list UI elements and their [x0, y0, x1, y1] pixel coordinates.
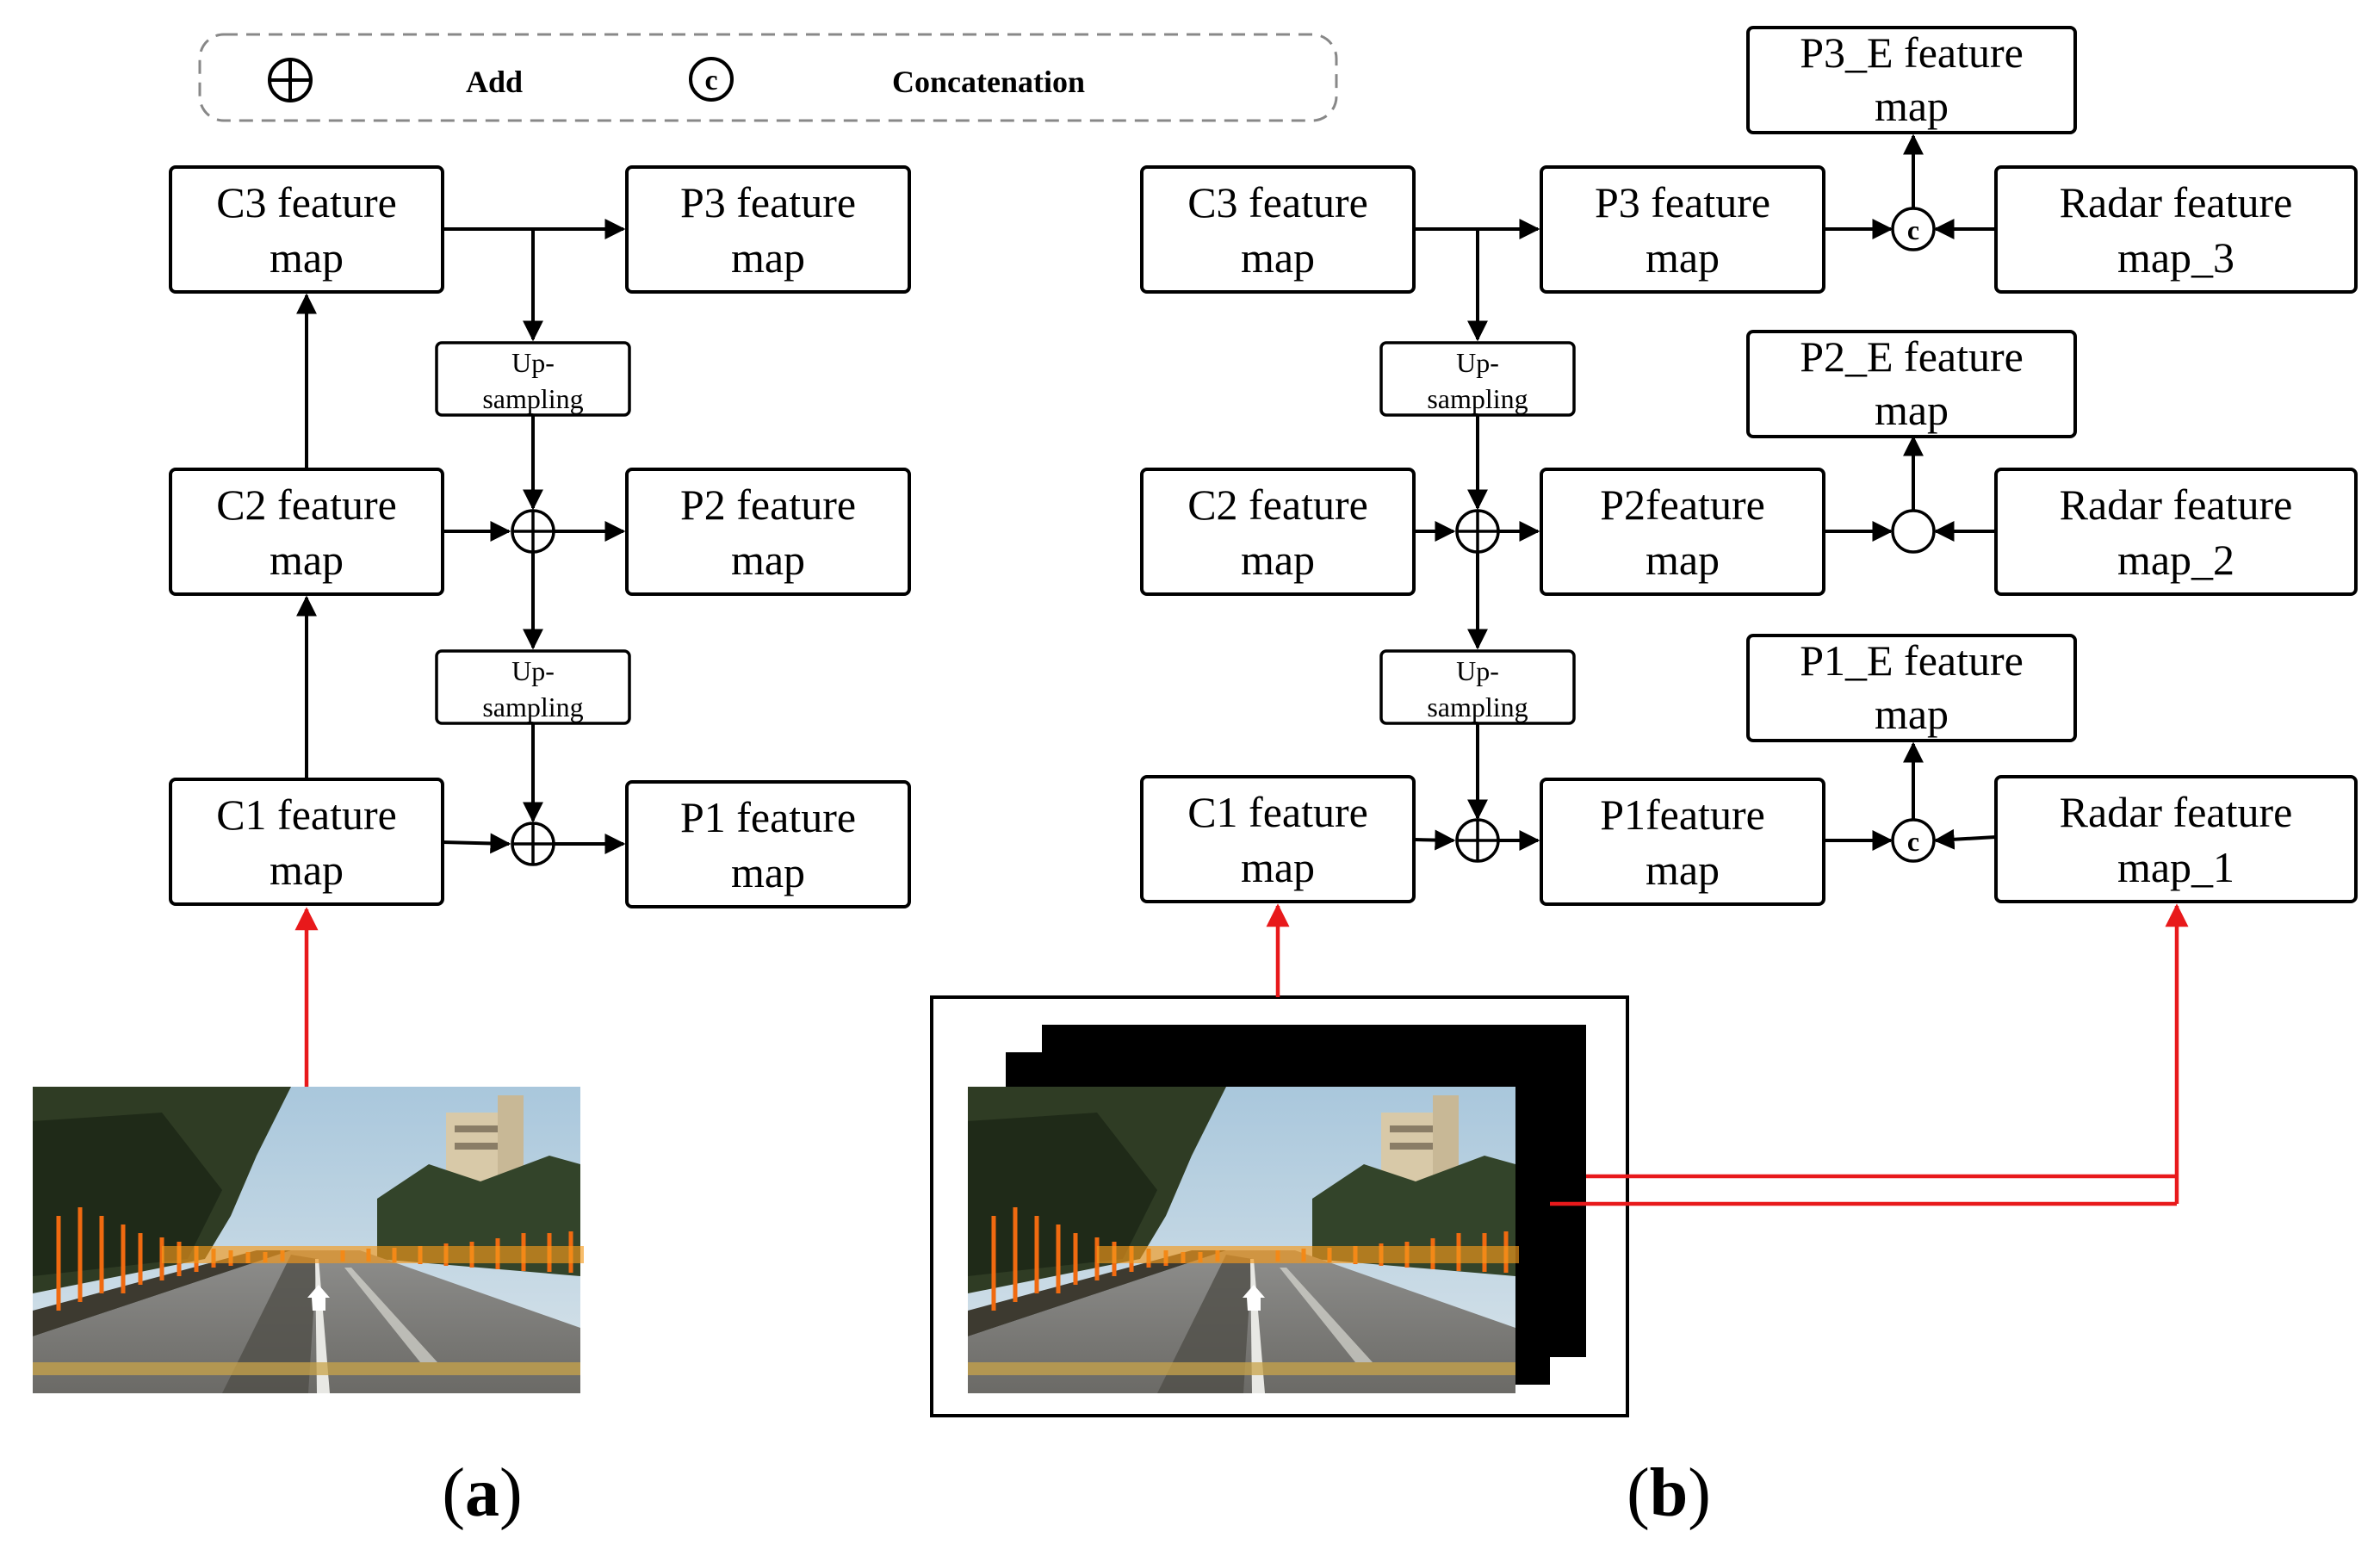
b-up-top-line1: Up- — [1456, 347, 1499, 378]
b-street-image — [968, 1087, 1519, 1393]
a-up-top-line2: sampling — [482, 383, 583, 414]
a-up-top-line1: Up- — [511, 347, 555, 378]
b-radar1-line1: Radar feature — [2060, 788, 2293, 836]
b-radar2-line2: map_2 — [2117, 536, 2234, 584]
a-up-bot-line2: sampling — [482, 691, 583, 722]
panel-b: C3 feature map C2 feature map C1 feature… — [930, 26, 2358, 1531]
a-p2-line2: map — [731, 536, 805, 584]
b-c3-line1: C3 feature — [1187, 178, 1368, 226]
a-c1-line2: map — [270, 846, 344, 894]
b-p1e-line2: map — [1875, 690, 1949, 738]
b-c1-line2: map — [1241, 843, 1315, 891]
b-up-top-line2: sampling — [1427, 383, 1528, 414]
a-p1-line1: P1 feature — [680, 793, 856, 841]
b-radar2-line1: Radar feature — [2060, 480, 2293, 529]
b-p1e-box: P1_E feature map — [1746, 634, 2077, 742]
a-add-icon-top — [511, 509, 555, 554]
legend-add-label: Add — [466, 65, 523, 99]
concatenation-icon: c — [689, 57, 734, 102]
a-p1-line2: map — [731, 848, 805, 896]
b-p2-line2: map — [1646, 536, 1720, 584]
b-radar1-box: Radar feature map_1 — [1994, 775, 2358, 903]
a-add-icon-bottom — [511, 822, 555, 866]
a-p1-box: P1 feature map — [625, 780, 911, 908]
b-p1-line2: map — [1646, 846, 1720, 894]
b-radar3-line1: Radar feature — [2060, 178, 2293, 226]
panel-a: C3 feature map C2 feature map C1 feature… — [33, 165, 911, 1531]
legend-frame — [198, 33, 1338, 122]
a-c2-line1: C2 feature — [216, 480, 397, 529]
concatenation-icon-glyph: c — [704, 65, 717, 96]
a-p3-box: P3 feature map — [625, 165, 911, 294]
b-upsampling-top: Up- sampling — [1379, 341, 1576, 417]
add-icon — [268, 58, 313, 102]
a-c3-line1: C3 feature — [216, 178, 397, 226]
b-p1-box: P1feature map — [1540, 778, 1825, 906]
b-caption: (b) — [1627, 1455, 1711, 1531]
b-radar3-box: Radar feature map_3 — [1994, 165, 2358, 294]
legend-concatenation-label: Concatenation — [892, 65, 1085, 99]
b-c1-box: C1 feature map — [1140, 775, 1416, 903]
b-p2-line1: P2feature — [1600, 480, 1765, 529]
b-add-icon-bottom — [1455, 818, 1500, 863]
b-radar3-line2: map_3 — [2117, 233, 2234, 282]
b-p3e-box: P3_E feature map — [1746, 26, 2077, 134]
b-p3-line2: map — [1646, 233, 1720, 282]
b-p3-box: P3 feature map — [1540, 165, 1825, 294]
a-c2-line2: map — [270, 536, 344, 584]
b-concat-icon-top: c — [1891, 207, 1936, 251]
a-c2-box: C2 feature map — [169, 468, 444, 596]
a-p2-line1: P2 feature — [680, 480, 856, 529]
b-p3e-line1: P3_E feature — [1800, 28, 2024, 77]
b-concat-top-glyph: c — [1907, 214, 1919, 245]
a-c1-line1: C1 feature — [216, 790, 397, 839]
b-p2e-line1: P2_E feature — [1800, 332, 2024, 381]
b-p1e-line1: P1_E feature — [1800, 636, 2024, 685]
b-c2-box: C2 feature map — [1140, 468, 1416, 596]
a-upsampling-top: Up- sampling — [435, 341, 631, 417]
b-up-bot-line2: sampling — [1427, 691, 1528, 722]
b-p2e-box: P2_E feature map — [1746, 330, 2077, 438]
a-c1-box: C1 feature map — [169, 778, 444, 906]
a-caption: (a) — [442, 1455, 522, 1531]
b-concat-bottom-glyph: c — [1907, 826, 1919, 857]
b-p3e-line2: map — [1875, 82, 1949, 130]
a-p3-line1: P3 feature — [680, 178, 856, 226]
b-radar2-box: Radar feature map_2 — [1994, 468, 2358, 596]
a-arrow-c1-to-add — [442, 833, 511, 854]
a-p2-box: P2 feature map — [625, 468, 911, 596]
b-up-bot-line1: Up- — [1456, 655, 1499, 686]
a-street-image — [33, 1087, 584, 1393]
a-p3-line2: map — [731, 233, 805, 282]
b-radar1-line2: map_1 — [2117, 843, 2234, 891]
a-up-bot-line1: Up- — [511, 655, 555, 686]
b-concat-icon-middle — [1891, 509, 1936, 554]
b-add-icon-top — [1455, 509, 1500, 554]
b-p1-line1: P1feature — [1600, 790, 1765, 839]
b-p2e-line2: map — [1875, 386, 1949, 434]
b-c3-line2: map — [1241, 233, 1315, 282]
b-c2-line2: map — [1241, 536, 1315, 584]
b-arrow-radar1-to-concat — [1933, 828, 1997, 850]
a-upsampling-bottom: Up- sampling — [435, 649, 631, 725]
a-c3-box: C3 feature map — [169, 165, 444, 294]
b-c1-line1: C1 feature — [1187, 788, 1368, 836]
b-upsampling-bottom: Up- sampling — [1379, 649, 1576, 725]
b-p3-line1: P3 feature — [1595, 178, 1770, 226]
b-p2-box: P2feature map — [1540, 468, 1825, 596]
b-concat-icon-bottom: c — [1891, 818, 1936, 863]
legend: Add c Concatenation — [198, 33, 1338, 122]
b-c3-box: C3 feature map — [1140, 165, 1416, 294]
a-c3-line2: map — [270, 233, 344, 282]
b-c2-line1: C2 feature — [1187, 480, 1368, 529]
